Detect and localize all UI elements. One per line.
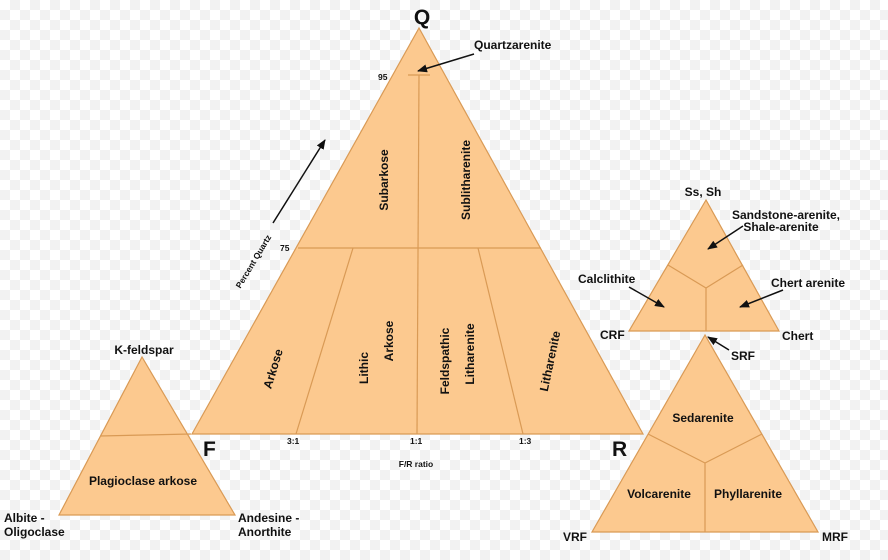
crf-label: CRF [600, 328, 625, 342]
sublitharenite-label: Sublitharenite [459, 140, 473, 220]
sandstone-arrow [707, 225, 744, 250]
feldspathic-label: Feldspathic [438, 327, 452, 394]
quartzarenite-arrow [417, 53, 475, 73]
ratio-3-1-label: 3:1 [287, 436, 300, 446]
line-1-3 [477, 247, 524, 435]
feldspar-triangle-body [58, 355, 237, 516]
ss-sh-label: Ss, Sh [685, 185, 722, 199]
feldspathic-litharenite-label: Litharenite [463, 323, 477, 385]
ratio-1-1-label: 1:1 [410, 436, 423, 446]
rf-divider-right [705, 264, 744, 289]
apex-q-label: Q [414, 6, 430, 29]
qfr-triangle: Q F R 95 75 Quartzarenite Subarkose Subl… [190, 6, 645, 469]
chert-label: Chert [782, 329, 813, 343]
phyllarenite-label: Phyllarenite [714, 487, 782, 501]
tick-75-label: 75 [280, 243, 290, 253]
corner-r-label: R [612, 438, 627, 461]
percent-quartz-arrow [272, 139, 326, 224]
k-feldspar-label: K-feldspar [114, 343, 174, 357]
percent-quartz-label: Percent Quartz [234, 233, 274, 290]
rf-divider-left [667, 264, 707, 289]
line-3-1 [295, 247, 354, 435]
mrf-label: MRF [822, 530, 848, 544]
quartzarenite-label: Quartzarenite [474, 38, 552, 52]
srf-triangle: Sedarenite Volcarenite Phyllarenite VRF … [563, 333, 848, 544]
vrf-label: VRF [563, 530, 587, 544]
srf-label: SRF [731, 349, 755, 363]
calclithite-label: Calclithite [578, 272, 636, 286]
ratio-1-3-label: 1:3 [519, 436, 532, 446]
chert-arenite-label: Chert arenite [771, 276, 845, 290]
tick-95-label: 95 [378, 72, 388, 82]
chert-arenite-arrow [739, 289, 784, 308]
anorthite-label: Anorthite [238, 525, 292, 539]
volcarenite-label: Volcarenite [627, 487, 691, 501]
sedarenite-label: Sedarenite [672, 411, 734, 425]
rock-fragment-triangle: Ss, Sh Sandstone-arenite, Shale-arenite … [578, 185, 845, 363]
feldspar-divider [99, 433, 192, 437]
andesine-label: Andesine - [238, 511, 299, 525]
lithic-label: Lithic [357, 352, 371, 384]
srf-divider-left [647, 433, 706, 464]
sandstone-arenite-label: Sandstone-arenite, [732, 208, 840, 222]
feldspar-triangle: K-feldspar Plagioclase arkose Albite - O… [4, 343, 299, 539]
srf-divider-right [704, 433, 763, 464]
corner-f-label: F [203, 438, 216, 461]
calclithite-arrow [628, 286, 665, 308]
oligoclase-label: Oligoclase [4, 525, 65, 539]
srf-arrow [707, 336, 730, 351]
plagioclase-arkose-label: Plagioclase arkose [89, 474, 197, 488]
albite-label: Albite - [4, 511, 45, 525]
subarkose-label: Subarkose [377, 149, 391, 211]
fr-ratio-label: F/R ratio [399, 459, 433, 469]
lithic-arkose-label: Arkose [382, 320, 396, 361]
line-center [416, 74, 420, 435]
shale-arenite-label: Shale-arenite [743, 220, 819, 234]
